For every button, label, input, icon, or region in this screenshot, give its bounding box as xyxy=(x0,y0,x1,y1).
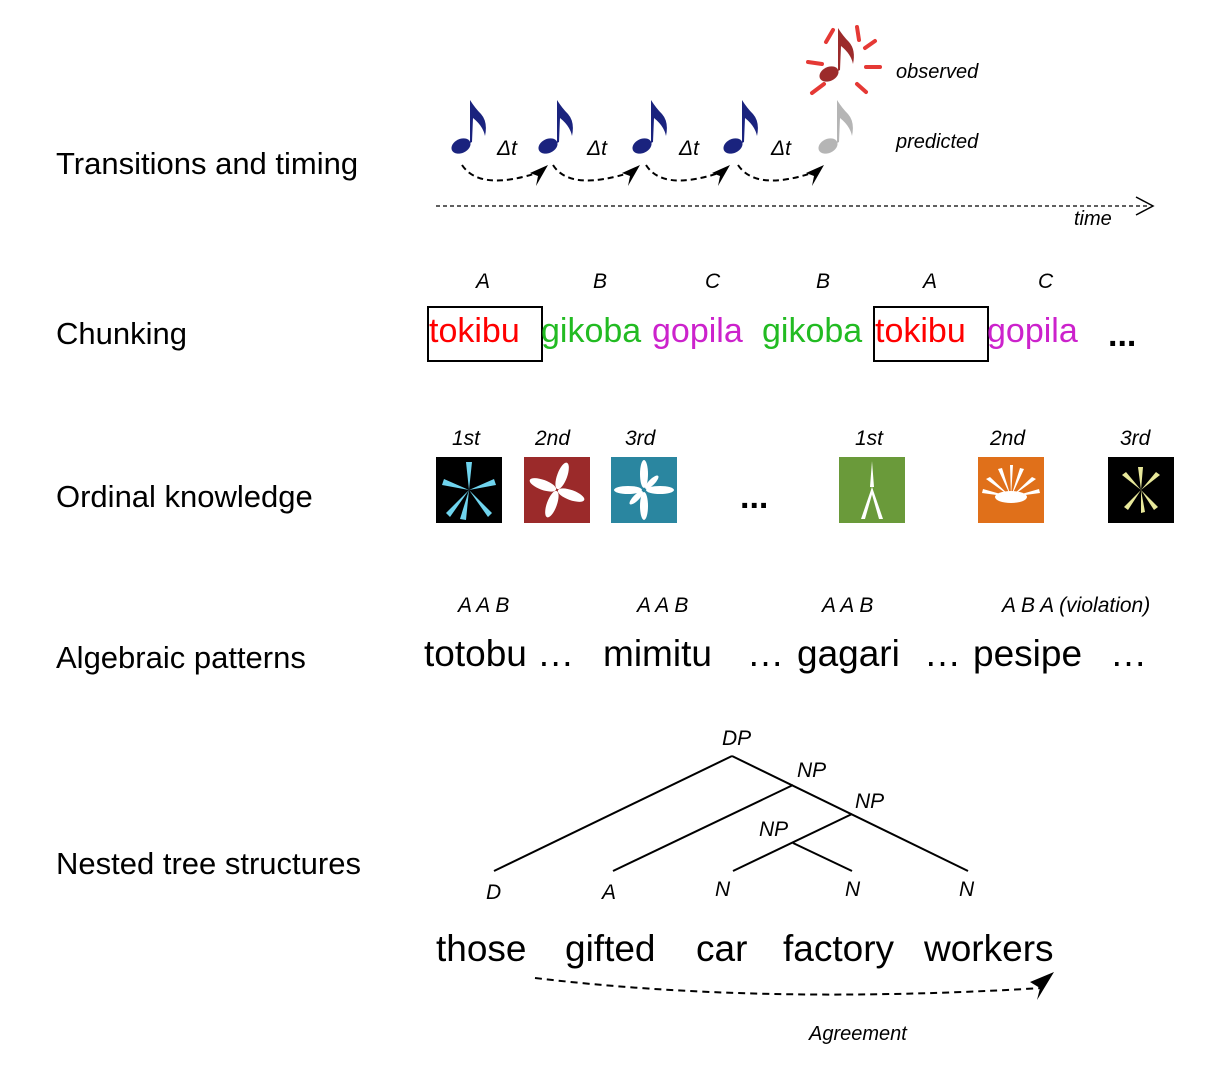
note-icon xyxy=(629,100,667,157)
row-label-ordinal: Ordinal knowledge xyxy=(56,479,313,514)
observed-note-icon xyxy=(816,28,854,85)
observed-label: observed xyxy=(896,61,979,83)
chunk-word: tokibu xyxy=(429,312,520,350)
delta-t-label: Δt xyxy=(679,137,699,160)
agreement-arrowhead-icon xyxy=(1030,972,1054,1000)
delta-t-label: Δt xyxy=(497,137,517,160)
row-label-chunking: Chunking xyxy=(56,316,187,351)
row-label-transitions: Transitions and timing xyxy=(56,146,359,181)
chunk-ellipsis: ... xyxy=(1108,316,1137,354)
row-label-nested: Nested tree structures xyxy=(56,846,361,881)
symbol-tile-icon xyxy=(611,457,677,523)
tree-node-np: NP xyxy=(759,818,789,841)
chunk-word: tokibu xyxy=(875,312,966,350)
chunk-letter: A xyxy=(476,270,491,293)
pattern-word: mimitu xyxy=(603,633,712,674)
chunk-word: gopila xyxy=(652,312,743,350)
chunk-letter: B xyxy=(816,270,831,293)
pattern-ellipsis: … xyxy=(924,633,961,674)
pattern-word: totobu … xyxy=(424,633,575,674)
tree-word: those xyxy=(436,928,527,969)
agreement-label: Agreement xyxy=(809,1023,907,1045)
tree-word: gifted xyxy=(565,928,656,969)
note-icon xyxy=(535,100,573,157)
pattern-label: A A B xyxy=(822,594,874,617)
tree-node-n: N xyxy=(959,878,975,901)
tree-node-np: NP xyxy=(855,790,885,813)
delta-t-label: Δt xyxy=(771,137,791,160)
chunk-letter: C xyxy=(1038,270,1054,293)
tree-node-d: D xyxy=(486,881,502,904)
pattern-ellipsis: … xyxy=(747,633,784,674)
ordinal-label: 3rd xyxy=(625,427,656,450)
tree-node-n: N xyxy=(715,878,731,901)
tree-node-a: A xyxy=(602,881,617,904)
chunk-word: gopila xyxy=(987,312,1078,350)
pattern-word: pesipe xyxy=(973,633,1083,674)
chunk-box xyxy=(873,306,989,362)
predicted-note-icon xyxy=(815,100,853,157)
symbol-tile-icon xyxy=(436,457,502,523)
ordinal-label: 3rd xyxy=(1120,427,1151,450)
pattern-label: A A B xyxy=(637,594,689,617)
pattern-word: gagari xyxy=(797,633,900,674)
chunk-word: gikoba xyxy=(541,312,642,350)
tree-word: car xyxy=(696,928,748,969)
symbol-tile-icon xyxy=(1108,457,1174,523)
chunk-letter: C xyxy=(705,270,721,293)
chunk-letter: B xyxy=(593,270,608,293)
tree-node-dp: DP xyxy=(722,727,752,750)
tree-word: workers xyxy=(924,928,1054,969)
symbol-tile-icon xyxy=(839,457,905,523)
pattern-label: A B A (violation) xyxy=(1002,594,1151,617)
ordinal-label: 2nd xyxy=(535,427,571,450)
arrowhead-icons xyxy=(530,165,824,186)
chunk-letter: A xyxy=(923,270,938,293)
note-icon xyxy=(720,100,758,157)
predicted-label: predicted xyxy=(896,131,979,153)
tree-node-np: NP xyxy=(797,759,827,782)
row-label-algebraic: Algebraic patterns xyxy=(56,640,306,675)
tree-word: factory xyxy=(783,928,895,969)
chunk-word: gikoba xyxy=(762,312,863,350)
transition-arcs xyxy=(461,164,816,182)
tree-node-n: N xyxy=(845,878,861,901)
symbol-tile-icon xyxy=(524,457,590,523)
time-arrow-icon xyxy=(1135,196,1155,216)
symbol-tile-icon xyxy=(978,457,1044,523)
pattern-ellipsis: … xyxy=(1110,633,1147,674)
chunk-box xyxy=(427,306,543,362)
delta-t-label: Δt xyxy=(587,137,607,160)
observed-burst-icon xyxy=(806,25,882,95)
ordinal-label: 1st xyxy=(855,427,884,450)
time-label: time xyxy=(1074,208,1112,230)
ordinal-ellipsis: ... xyxy=(740,478,769,516)
note-icon xyxy=(448,100,486,157)
ordinal-label: 2nd xyxy=(990,427,1026,450)
pattern-label: A A B xyxy=(458,594,510,617)
agreement-arc xyxy=(534,977,1043,996)
tree-edges xyxy=(493,755,969,872)
ordinal-label: 1st xyxy=(452,427,481,450)
